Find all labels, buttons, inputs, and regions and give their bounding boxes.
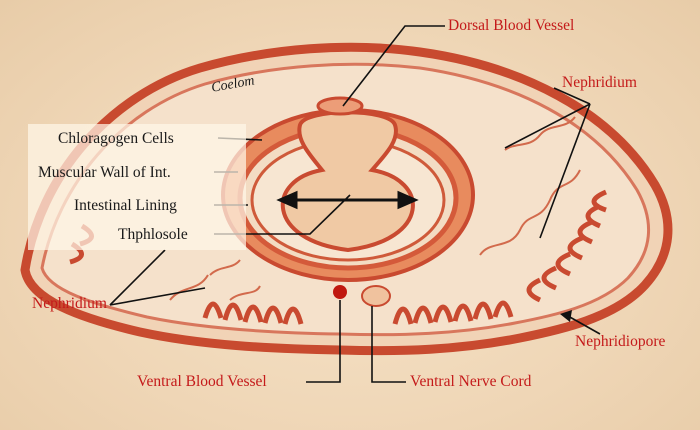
- nephridiopore-arrowhead: [560, 310, 572, 322]
- typhlosole-fold: [280, 110, 415, 253]
- label-typhlosole: Thphlosole: [118, 226, 188, 243]
- ventral-nerve-cord-shape: [361, 285, 391, 307]
- label-intestinal-lining: Intestinal Lining: [74, 197, 177, 214]
- label-nephridium-left: Nephridium: [32, 295, 107, 312]
- label-muscular-wall: Muscular Wall of Int.: [38, 164, 171, 181]
- leader-lines: [109, 25, 591, 383]
- ventral-blood-vessel-shape: [333, 285, 347, 299]
- label-chloragogen-cells: Chloragogen Cells: [58, 130, 174, 147]
- label-nephridiopore: Nephridiopore: [575, 333, 666, 350]
- intestine-width-arrow: [276, 190, 419, 210]
- label-nephridium-right: Nephridium: [562, 74, 637, 91]
- label-ventral-nerve-cord: Ventral Nerve Cord: [410, 373, 532, 390]
- dorsal-blood-vessel-shape: [316, 96, 364, 116]
- label-dorsal-blood-vessel: Dorsal Blood Vessel: [448, 17, 575, 34]
- label-ventral-blood-vessel: Ventral Blood Vessel: [137, 373, 267, 390]
- nephridia-tubules: [169, 116, 581, 301]
- label-backdrop: [28, 124, 246, 250]
